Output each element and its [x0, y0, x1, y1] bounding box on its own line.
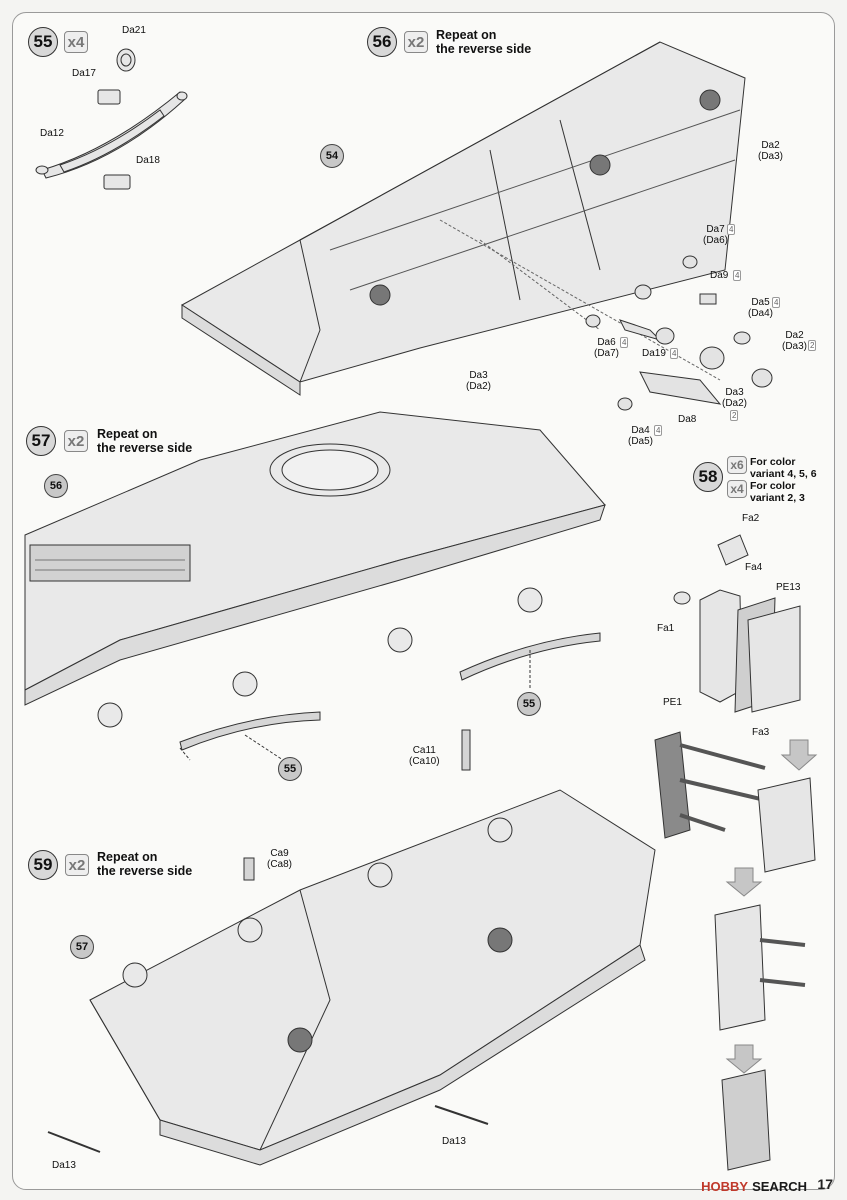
- step-number-58: 58: [693, 462, 723, 492]
- qty-da4: 4: [654, 425, 663, 436]
- page-number: 17: [817, 1176, 833, 1192]
- qty-da7: 4: [727, 224, 736, 235]
- part-label-da7: Da7(Da6): [703, 224, 729, 246]
- qty-da2-b: 2: [808, 340, 817, 351]
- part-label-fa3: Fa3: [752, 727, 770, 738]
- watermark-text-a: HOBBY: [701, 1179, 749, 1194]
- multiplier-55: x4: [64, 31, 88, 53]
- part-label-da17: Da17: [72, 68, 96, 79]
- part-label-da2-b: Da2(Da3): [782, 330, 808, 352]
- multiplier-58-variant-a: x6: [727, 456, 747, 474]
- part-label-fa2: Fa2: [742, 513, 760, 524]
- part-label-da9: Da9: [710, 270, 729, 281]
- step-number-59: 59: [28, 850, 58, 880]
- part-label-da3-b: Da3(Da2): [722, 387, 748, 409]
- sub-assembly-marker-57: 57: [70, 935, 94, 959]
- qty-da19: 4: [670, 348, 679, 359]
- exploded-parts-56: [585, 255, 773, 411]
- part-label-da12: Da12: [40, 128, 64, 139]
- part-label-ca9: Ca9(Ca8): [267, 848, 293, 870]
- qty-da6: 4: [620, 337, 629, 348]
- part-label-da5: Da5(Da4): [748, 297, 774, 319]
- part-label-da13-b: Da13: [442, 1136, 466, 1147]
- sub-assembly-marker-55-a: 55: [517, 692, 541, 716]
- leaf-spring-55: [35, 48, 188, 190]
- part-label-da13-a: Da13: [52, 1160, 76, 1171]
- part-label-pe13: PE13: [776, 582, 801, 593]
- hull-step-57: [24, 411, 606, 761]
- part-label-da3: Da3(Da2): [466, 370, 492, 392]
- part-label-da19: Da19: [642, 348, 666, 359]
- qty-da3-b: 2: [730, 410, 739, 421]
- sub-assembly-marker-56: 56: [44, 474, 68, 498]
- watermark-text-b: SEARCH: [752, 1179, 807, 1194]
- watermark: HOBBY SEARCH: [701, 1179, 807, 1194]
- part-label-da21: Da21: [122, 25, 146, 36]
- part-label-fa4: Fa4: [745, 562, 763, 573]
- hull-step-59: [47, 729, 656, 1166]
- multiplier-59: x2: [65, 854, 89, 876]
- sub-assembly-marker-55-b: 55: [278, 757, 302, 781]
- step-number-56: 56: [367, 27, 397, 57]
- part-label-fa1: Fa1: [657, 623, 675, 634]
- qty-da5: 4: [772, 297, 781, 308]
- hull-step-56: [181, 41, 746, 396]
- part-label-da6: Da6(Da7): [594, 337, 620, 359]
- part-label-da4: Da4(Da5): [628, 425, 654, 447]
- step-number-57: 57: [26, 426, 56, 456]
- multiplier-58-variant-b: x4: [727, 480, 747, 498]
- part-label-da18: Da18: [136, 155, 160, 166]
- step-number-55: 55: [28, 27, 58, 57]
- part-label-da2: Da2(Da3): [758, 140, 784, 162]
- part-label-pe1: PE1: [663, 697, 682, 708]
- part-label-da8: Da8: [678, 414, 697, 425]
- multiplier-57: x2: [64, 430, 88, 452]
- part-label-ca11: Ca11(Ca10): [409, 745, 440, 767]
- sub-assembly-marker-54: 54: [320, 144, 344, 168]
- multiplier-56: x2: [404, 31, 428, 53]
- qty-da9: 4: [733, 270, 742, 281]
- jerrycan-assembly-58: [654, 534, 818, 1171]
